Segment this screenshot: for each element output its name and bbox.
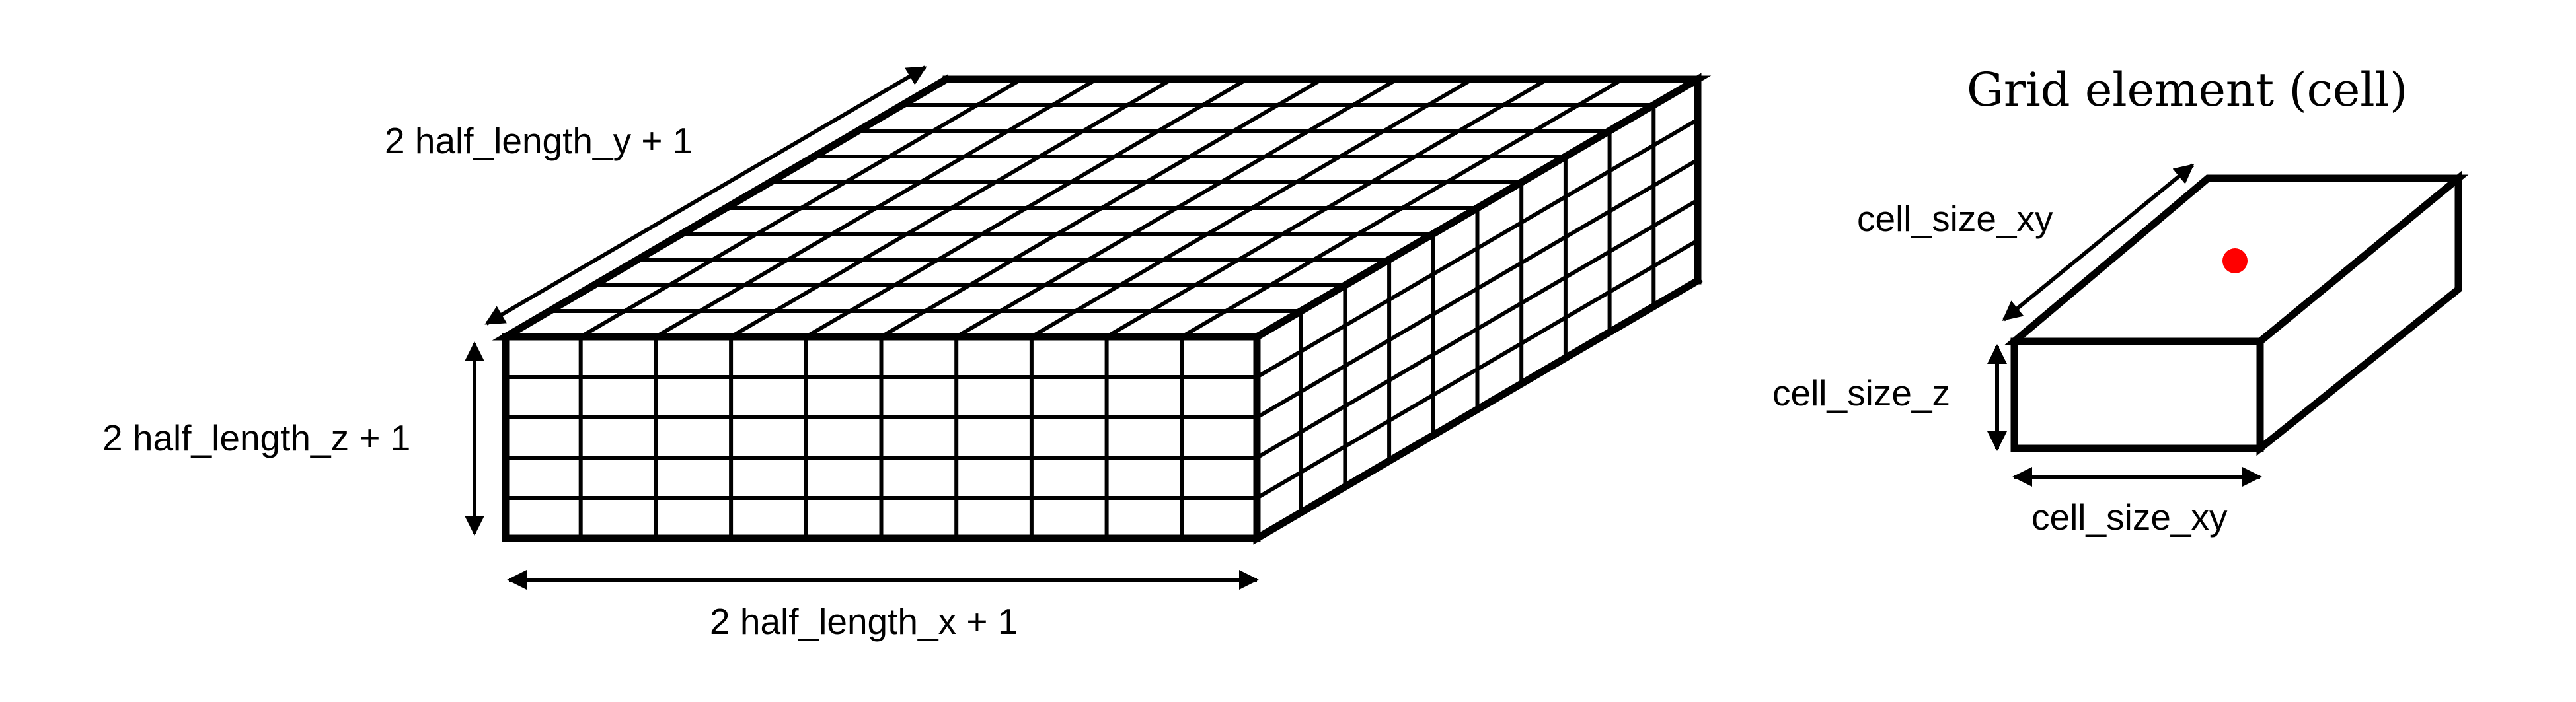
- cell-size-xy-bottom-label: cell_size_xy: [2031, 497, 2228, 538]
- side-grid-line: [1256, 198, 1699, 460]
- grid-volume-outline: [500, 74, 1703, 544]
- length-x-label: 2 half_length_x + 1: [710, 601, 1018, 642]
- cell-center-dot: [2222, 248, 2248, 273]
- grid-edge: [1252, 74, 1703, 342]
- cell-size-xy-top-arrow: [2002, 163, 2195, 322]
- side-grid-line: [1256, 238, 1699, 500]
- grid-edge: [1252, 275, 1703, 544]
- length-y-label: 2 half_length_y + 1: [385, 120, 693, 161]
- cell-side-face: [2256, 170, 2462, 456]
- length-z-label: 2 half_length_z + 1: [102, 417, 410, 458]
- cell-box: [2004, 170, 2469, 456]
- cell-size-z-label: cell_size_z: [1772, 372, 1950, 413]
- cell-front-face: [2010, 337, 2264, 452]
- cell-title: Grid element (cell): [1967, 63, 2407, 117]
- side-grid-line: [1256, 118, 1699, 379]
- length-y-arrow: [484, 65, 927, 326]
- side-grid-line: [1256, 158, 1699, 419]
- cell-size-xy-top-label: cell_size_xy: [1857, 198, 2053, 239]
